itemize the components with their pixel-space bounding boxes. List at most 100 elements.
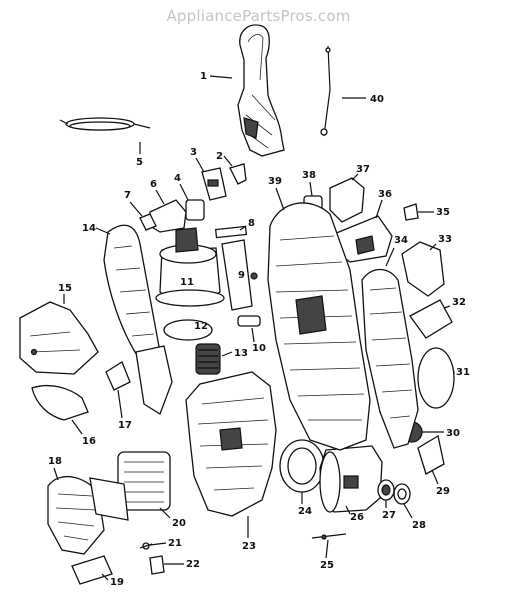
part-39-main-body[interactable] xyxy=(267,202,371,451)
svg-text:40: 40 xyxy=(370,94,384,105)
svg-text:19: 19 xyxy=(110,577,124,588)
svg-text:31: 31 xyxy=(456,367,470,378)
callout-26: 26 xyxy=(345,505,364,523)
callout-32: 32 xyxy=(443,297,466,309)
callout-33: 33 xyxy=(429,234,452,251)
callout-25: 25 xyxy=(320,539,334,571)
callout-15: 15 xyxy=(58,283,72,304)
svg-text:38: 38 xyxy=(302,170,316,181)
part-33-cover-plate[interactable] xyxy=(401,241,445,297)
part-7-latch[interactable] xyxy=(139,213,157,231)
svg-text:34: 34 xyxy=(394,235,408,246)
part-4-gasket[interactable] xyxy=(185,199,205,221)
callout-6: 6 xyxy=(150,179,165,205)
part-20-filter-grille[interactable] xyxy=(89,451,171,521)
svg-text:24: 24 xyxy=(298,506,312,517)
callout-29: 29 xyxy=(431,469,450,497)
callout-13: 13 xyxy=(221,348,248,359)
callout-1: 1 xyxy=(200,71,233,82)
svg-text:26: 26 xyxy=(350,512,364,523)
callout-16: 16 xyxy=(71,419,96,447)
part-31-gasket[interactable] xyxy=(417,347,455,409)
callout-7: 7 xyxy=(124,190,143,217)
callout-23: 23 xyxy=(242,516,256,552)
callout-17: 17 xyxy=(117,389,132,431)
part-5-power-cord[interactable] xyxy=(59,117,151,131)
svg-text:35: 35 xyxy=(436,207,450,218)
part-3-clip[interactable] xyxy=(201,167,227,201)
part-19-pedal[interactable] xyxy=(71,555,113,585)
part-18-brush-guard[interactable] xyxy=(47,476,105,555)
svg-text:11: 11 xyxy=(180,277,194,288)
part-9-channel[interactable] xyxy=(221,239,258,311)
svg-text:25: 25 xyxy=(320,560,334,571)
svg-text:10: 10 xyxy=(252,343,266,354)
part-23-base-housing[interactable] xyxy=(185,371,277,517)
part-32-bracket[interactable] xyxy=(409,299,453,339)
part-12-ring[interactable] xyxy=(163,319,213,341)
svg-text:32: 32 xyxy=(452,297,466,308)
part-14-lower-bracket[interactable] xyxy=(135,345,173,415)
callout-11: 11 xyxy=(180,277,194,288)
svg-text:28: 28 xyxy=(412,520,426,531)
watermark: AppliancePartsPros.com xyxy=(166,7,351,25)
part-6-cover[interactable] xyxy=(149,199,187,233)
part-36-duct[interactable] xyxy=(333,215,393,263)
part-11-dust-cup[interactable] xyxy=(155,227,225,307)
callout-9: 9 xyxy=(238,270,245,281)
svg-text:33: 33 xyxy=(438,234,452,245)
part-25-rod[interactable] xyxy=(311,533,347,540)
part-26-motor[interactable] xyxy=(319,445,383,513)
part-1-handle[interactable] xyxy=(237,24,285,157)
part-37-top-cap[interactable] xyxy=(329,177,365,223)
svg-text:3: 3 xyxy=(190,147,197,158)
callout-14: 14 xyxy=(82,223,111,235)
callout-38: 38 xyxy=(302,170,316,197)
callout-18: 18 xyxy=(48,456,62,481)
callout-30: 30 xyxy=(422,428,460,439)
svg-text:8: 8 xyxy=(248,218,255,229)
part-10-clip[interactable] xyxy=(237,315,261,327)
svg-text:18: 18 xyxy=(48,456,62,467)
part-8-filter-strip[interactable] xyxy=(214,225,248,239)
callout-34: 34 xyxy=(385,235,408,267)
svg-text:7: 7 xyxy=(124,190,131,201)
part-34-rear-panel[interactable] xyxy=(361,268,419,449)
svg-text:6: 6 xyxy=(150,179,157,190)
callout-2: 2 xyxy=(216,151,233,167)
part-13-pleated-filter[interactable] xyxy=(195,343,221,375)
svg-text:4: 4 xyxy=(174,173,181,184)
svg-text:29: 29 xyxy=(436,486,450,497)
part-14-side-panel[interactable] xyxy=(103,224,161,361)
svg-text:12: 12 xyxy=(194,321,208,332)
callout-5: 5 xyxy=(136,142,143,168)
svg-text:39: 39 xyxy=(268,176,282,187)
part-28-washer[interactable] xyxy=(393,483,411,505)
part-15-front-cover[interactable] xyxy=(19,301,99,375)
part-22-fastener[interactable] xyxy=(149,555,165,575)
callout-19: 19 xyxy=(101,573,124,588)
callout-39: 39 xyxy=(268,176,285,211)
svg-text:15: 15 xyxy=(58,283,72,294)
part-2-bracket[interactable] xyxy=(229,163,247,185)
part-17-tab[interactable] xyxy=(105,361,131,391)
callout-28: 28 xyxy=(403,503,426,531)
callout-31: 31 xyxy=(453,367,470,378)
part-21-screw[interactable] xyxy=(139,542,153,550)
callout-10: 10 xyxy=(251,327,266,354)
callout-20: 20 xyxy=(159,507,186,529)
svg-text:14: 14 xyxy=(82,223,96,234)
part-40-wire[interactable] xyxy=(320,45,331,137)
svg-text:23: 23 xyxy=(242,541,256,552)
svg-text:21: 21 xyxy=(168,538,182,549)
part-27-bearing[interactable] xyxy=(377,479,395,501)
part-16-bumper[interactable] xyxy=(31,384,89,421)
part-29-tab[interactable] xyxy=(417,434,445,475)
svg-text:9: 9 xyxy=(238,270,245,281)
part-35-clip[interactable] xyxy=(403,203,419,221)
part-24-ring[interactable] xyxy=(279,439,325,493)
svg-text:5: 5 xyxy=(136,157,143,168)
svg-text:37: 37 xyxy=(356,164,370,175)
callout-35: 35 xyxy=(418,207,450,218)
